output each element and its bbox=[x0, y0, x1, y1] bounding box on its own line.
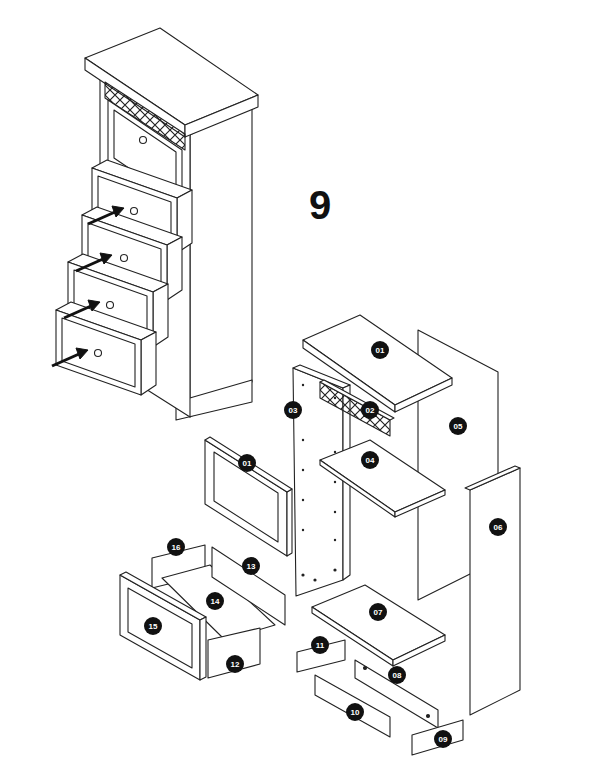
callout-text: 02 bbox=[366, 406, 375, 415]
callout-number: 02 bbox=[361, 401, 379, 419]
callout-number: 01 bbox=[371, 341, 389, 359]
callout-number: 15 bbox=[144, 617, 162, 635]
callout-text: 13 bbox=[247, 562, 256, 571]
callout-number: 09 bbox=[434, 730, 452, 748]
callout-number: 13 bbox=[242, 557, 260, 575]
callout-text: 12 bbox=[231, 660, 240, 669]
callout-number: 07 bbox=[369, 603, 387, 621]
callout-number: 05 bbox=[449, 417, 467, 435]
callout-number: 06 bbox=[489, 518, 507, 536]
callout-number: 14 bbox=[206, 592, 224, 610]
callout-number: 11 bbox=[311, 636, 329, 654]
callout-text: 05 bbox=[454, 422, 463, 431]
callout-number: 16 bbox=[167, 538, 185, 556]
callout-text: 11 bbox=[316, 641, 324, 650]
callout-text: 14 bbox=[211, 597, 220, 606]
callout-text: 01 bbox=[243, 459, 252, 468]
callout-text: 06 bbox=[494, 523, 503, 532]
callout-text: 15 bbox=[149, 622, 158, 631]
callout-text: 03 bbox=[289, 406, 298, 415]
callout-number: 01 bbox=[238, 454, 256, 472]
callout-text: 10 bbox=[351, 708, 360, 717]
callout-text: 08 bbox=[393, 671, 402, 680]
callout-text: 01 bbox=[376, 346, 385, 355]
callout-number: 12 bbox=[226, 655, 244, 673]
callout-text: 16 bbox=[172, 543, 181, 552]
callout-number: 04 bbox=[361, 451, 379, 469]
step-number: 9 bbox=[309, 185, 331, 225]
callout-text: 04 bbox=[366, 456, 375, 465]
callout-number: 10 bbox=[346, 703, 364, 721]
callout-text: 09 bbox=[439, 735, 448, 744]
callout-number: 08 bbox=[388, 666, 406, 684]
callout-text: 07 bbox=[374, 608, 383, 617]
callout-number: 03 bbox=[284, 401, 302, 419]
